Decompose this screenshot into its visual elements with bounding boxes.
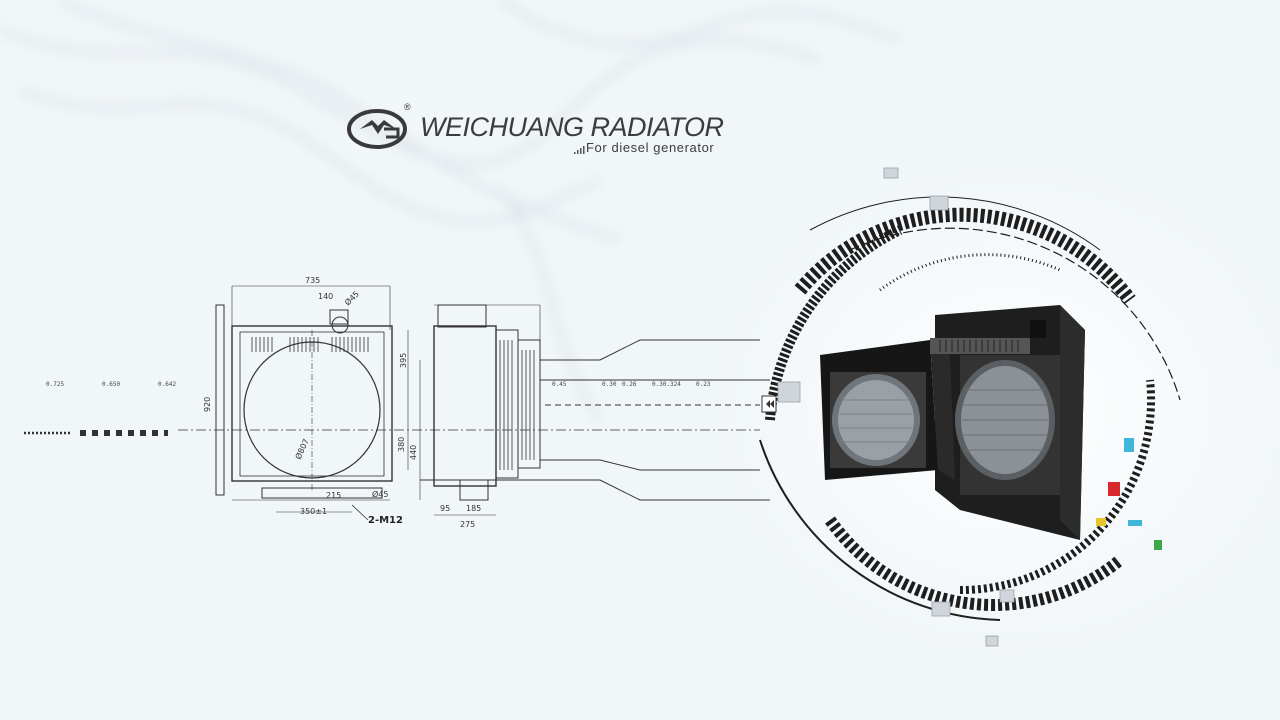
axis-dashes	[24, 429, 760, 436]
dim-height-lower: 440	[409, 445, 418, 460]
hud-rings	[759, 196, 1181, 621]
dim-height-total: 920	[203, 397, 212, 412]
tick-label: 0.650	[102, 381, 120, 388]
tick-label: 0.30	[602, 381, 617, 388]
tick-label: 0.725	[46, 381, 64, 388]
tick-label: 0.23	[696, 381, 711, 388]
tick-label: 0.45	[552, 381, 567, 388]
flow-lines	[420, 339, 770, 501]
dim-bottom-mid: 215	[326, 491, 341, 500]
registered-mark: ®	[404, 102, 411, 112]
front-view	[215, 285, 393, 521]
dim-side-total: 275	[460, 520, 475, 529]
tick-label: 0.642	[158, 381, 176, 388]
brand-tagline: For diesel generator	[586, 140, 715, 155]
dim-width-total: 735	[305, 276, 320, 285]
tick-label: 0.30.324	[652, 381, 681, 388]
tick-label: 0.26	[622, 381, 637, 388]
brand-logo: ® WEICHUANG RADIATOR For diesel generato…	[346, 102, 746, 164]
dim-side-small: 95	[440, 504, 450, 513]
signal-bars-icon	[574, 146, 585, 154]
dim-top-offset: 140	[318, 292, 333, 301]
dim-side-depth: 185	[466, 504, 481, 513]
dim-bolt-spec: 2-M12	[368, 515, 403, 526]
dim-port-dia: Ø45	[372, 489, 388, 499]
rewind-arrow-icon	[761, 395, 777, 413]
dim-height-mid: 380	[397, 437, 406, 452]
brand-name: WEICHUANG RADIATOR	[420, 112, 724, 142]
dim-bottom-span: 350±1	[300, 507, 327, 516]
radiator-unit-icon	[820, 305, 1085, 540]
side-view	[407, 304, 541, 516]
dim-height-right: 395	[399, 353, 408, 368]
weichuang-logo-icon	[347, 109, 407, 149]
